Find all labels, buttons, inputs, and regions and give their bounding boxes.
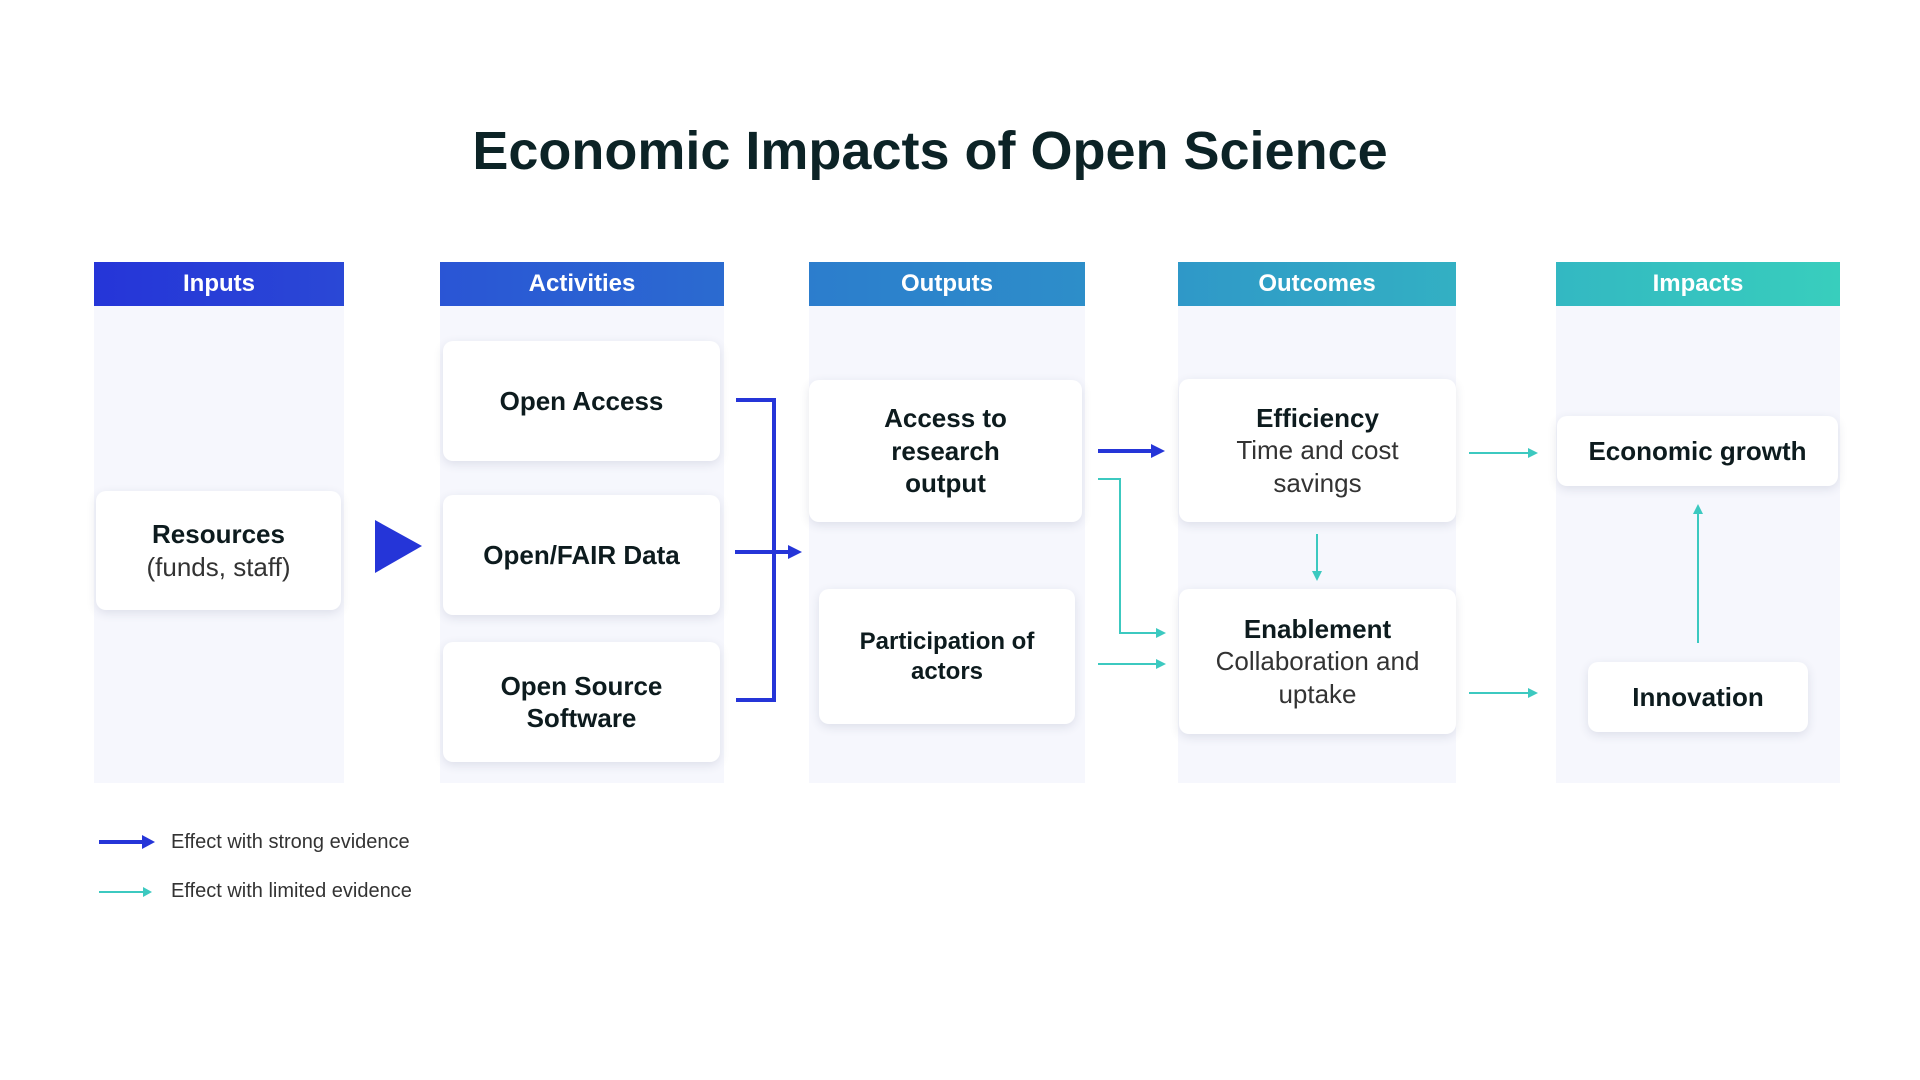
- box-open-access: Open Access: [443, 341, 720, 461]
- strong-arrows: [735, 444, 1165, 559]
- column-header: Outputs: [809, 262, 1085, 306]
- column-header: Impacts: [1556, 262, 1840, 306]
- legend-strong-arrow-icon: [99, 835, 155, 849]
- box-title: Economic growth: [1588, 435, 1807, 466]
- play-triangle-icon: [375, 520, 422, 573]
- box-open-fair-data: Open/FAIR Data: [443, 495, 720, 615]
- limited-arrows: [1098, 448, 1703, 698]
- page-title: Economic Impacts of Open Science: [472, 121, 1388, 181]
- arrow-access-enablement: [1098, 478, 1158, 634]
- box-title: Enablement: [1243, 613, 1392, 644]
- box-subtitle: Time and cost savings: [1236, 435, 1399, 498]
- box-access-to-research-output: Access to research output: [809, 380, 1082, 522]
- box-title: Open Access: [499, 385, 664, 416]
- box-title: Resources: [152, 519, 285, 549]
- box-economic-growth: Economic growth: [1557, 416, 1838, 486]
- box-title: Participation of actors: [859, 627, 1035, 685]
- box-title: Innovation: [1632, 681, 1764, 712]
- box-subtitle: (funds, staff): [146, 551, 291, 582]
- box-open-source-software: Open Source Software: [443, 642, 720, 762]
- column-header: Inputs: [94, 262, 344, 306]
- legend-limited-arrow-icon: [99, 887, 152, 897]
- column-header: Activities: [440, 262, 724, 306]
- box-innovation: Innovation: [1588, 662, 1808, 732]
- box-title: Open Source Software: [500, 670, 663, 734]
- legend-strong-label: Effect with strong evidence: [171, 831, 410, 853]
- box-participation-of-actors: Participation of actors: [819, 589, 1075, 724]
- box-resources: Resources(funds, staff): [96, 491, 341, 610]
- box-title: Efficiency: [1256, 402, 1379, 433]
- legend-limited-label: Effect with limited evidence: [171, 880, 412, 902]
- box-title: Open/FAIR Data: [483, 539, 680, 570]
- column-header: Outcomes: [1178, 262, 1456, 306]
- box-title: Access to research output: [884, 403, 1007, 499]
- box-subtitle: Collaboration and uptake: [1215, 646, 1420, 709]
